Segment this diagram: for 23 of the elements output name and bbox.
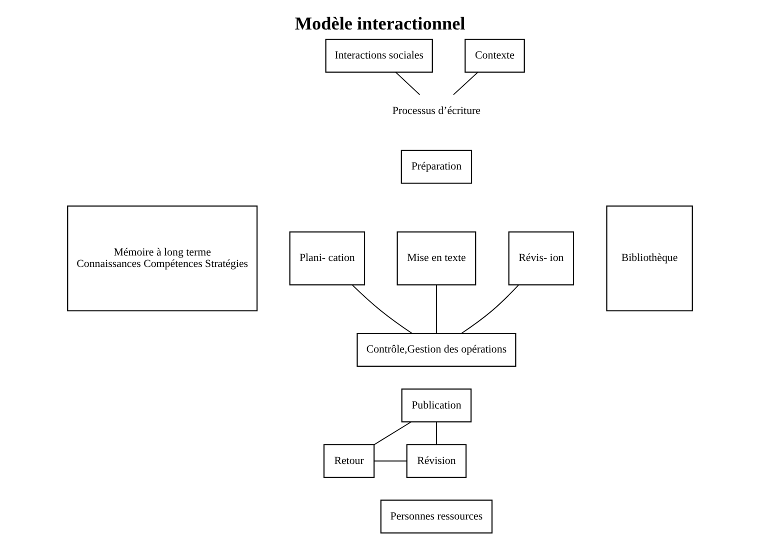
connector [395,72,420,96]
node-box: Personnes ressources [380,500,493,534]
connector [436,421,437,445]
node-box: Contexte [464,38,525,73]
node-box: Interactions sociales [325,38,433,73]
node-box: Révision [406,444,467,478]
node-box: Bibliothèque [606,205,693,312]
node-box: Plani- cation [289,231,366,286]
connector [374,421,412,446]
connector [460,284,520,334]
node-box: Révis- ion [508,231,574,286]
connector [453,72,478,96]
node-box: Publication [401,388,472,422]
node-text: Processus d’écriture [392,105,481,118]
node-box: Préparation [400,150,472,184]
connector [436,284,437,334]
node-box: Mémoire à long terme Connaissances Compétences Stratégies [67,205,258,312]
connector [352,284,413,334]
diagram-title: Modèle interactionnel [294,13,466,34]
node-box: Retour [323,444,375,478]
node-box: Contrôle,Gestion des opérations [356,332,516,367]
node-box: Mise en texte [396,231,476,286]
connector [374,460,408,462]
